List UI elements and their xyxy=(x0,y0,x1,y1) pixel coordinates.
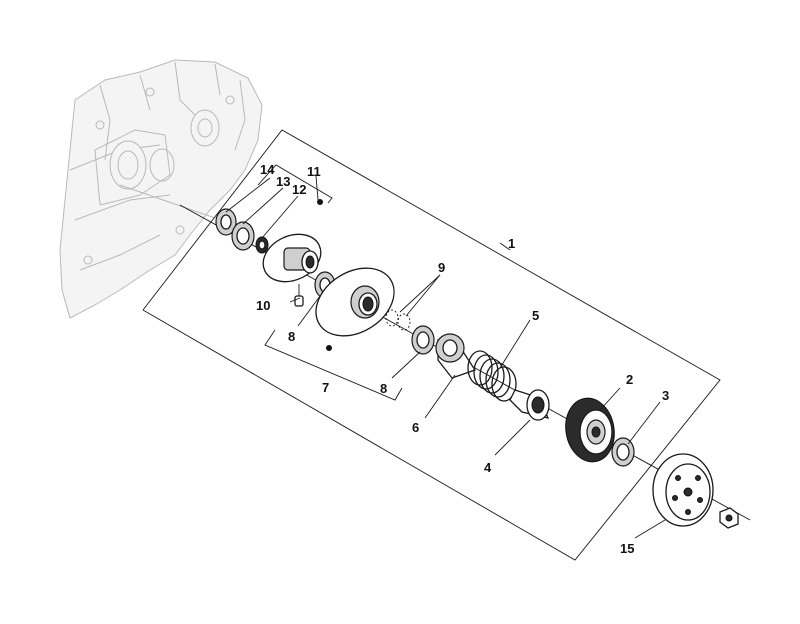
callout-12: 12 xyxy=(292,182,306,197)
part-10-pin xyxy=(294,284,304,307)
part-5-spring xyxy=(467,350,517,402)
part-15-clutch-bell xyxy=(652,453,714,527)
marker-dot-upper xyxy=(317,199,323,205)
part-3-washer xyxy=(611,437,635,467)
callout-14: 14 xyxy=(260,162,275,177)
callout-8-upper: 8 xyxy=(288,329,295,344)
part-6-sleeve xyxy=(435,333,476,379)
callout-8-lower: 8 xyxy=(380,381,387,396)
fixed-half-pulley xyxy=(262,233,322,283)
bracket-7 xyxy=(264,329,403,401)
callout-1: 1 xyxy=(508,236,515,251)
part-8-bearing-lower xyxy=(411,325,435,355)
callout-15: 15 xyxy=(620,541,634,556)
part-4-spacer xyxy=(509,389,550,421)
callout-2: 2 xyxy=(626,372,633,387)
callout-7: 7 xyxy=(322,380,329,395)
callout-9: 9 xyxy=(438,260,445,275)
part-2-clutch xyxy=(565,397,615,463)
callout-6: 6 xyxy=(412,420,419,435)
part-9-o-rings xyxy=(385,309,411,331)
callout-11: 11 xyxy=(307,164,321,179)
leader-lines xyxy=(225,175,666,539)
callout-10: 10 xyxy=(256,298,270,313)
callout-5: 5 xyxy=(532,308,539,323)
bracket-11-14 xyxy=(257,164,333,204)
movable-half-pulley xyxy=(315,267,395,337)
part-14-oil-seal xyxy=(215,208,237,236)
part-12-needle-bearing xyxy=(255,236,269,254)
crankcase-housing xyxy=(59,59,263,319)
nut xyxy=(719,507,739,529)
callout-13: 13 xyxy=(276,174,290,189)
part-13-bearing xyxy=(231,221,255,251)
callout-4: 4 xyxy=(484,460,492,475)
callout-3: 3 xyxy=(662,388,669,403)
assembly-outline xyxy=(142,129,721,561)
marker-dot-lower xyxy=(326,345,332,351)
